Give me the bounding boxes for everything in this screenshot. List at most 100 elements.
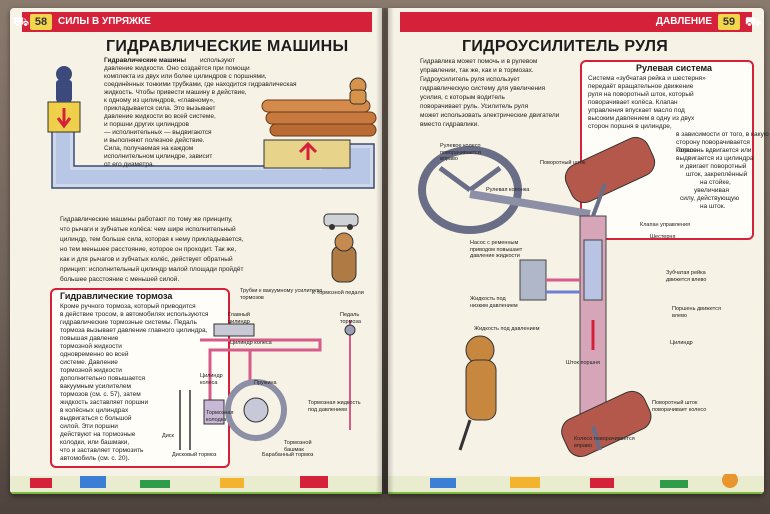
brakes-line: выдвигаться с большой (60, 415, 132, 422)
brakes-line: гидравлические тормозные системы. Педаль (60, 319, 197, 326)
intro-line: давление жидкости во всей системе, (104, 113, 216, 120)
master-cylinder-label: Главный цилиндр (228, 312, 250, 325)
forklift-icon: ⛟ (744, 14, 762, 29)
right-intro-line: Гидравлика может помочь и в рулевом (420, 58, 538, 65)
brakes-line: в колёсных цилиндрах (60, 407, 129, 414)
brakes-title: Гидравлические тормоза (60, 291, 173, 301)
intro-line: и поршни других цилиндров (104, 121, 189, 128)
page-number-left: 58 (30, 14, 52, 30)
section-bar-right: ДАВЛЕНИЕ (400, 12, 752, 32)
to-pedal-label: К тормозной педали (312, 290, 364, 296)
section-title-left: СИЛЫ В УПРЯЖКЕ (58, 16, 151, 27)
intro-line: используют (200, 57, 235, 64)
steering-box-line: сторону поворачивается колесо. (676, 139, 750, 154)
wheel-cylinder-label: Цилиндр колеса (230, 340, 272, 346)
brakes-line: системе. Давление (60, 359, 118, 366)
brakes-line: в действие тросом, в автомобилях использ… (60, 311, 209, 318)
brakes-line: тормозной жидкости (60, 367, 122, 374)
steering-box-line: руля на поворотный шток, который (588, 91, 694, 98)
intro-line: соединённых тонкими трубками, где находи… (104, 81, 297, 88)
intro-line: Сила, получаемая на каждом (104, 145, 194, 152)
valve-label: Клапан управления (640, 222, 691, 228)
brakes-line: дополнительно повышается (60, 375, 146, 382)
pump-label: Насос с ременным приводом повышает давле… (470, 240, 523, 259)
brakes-line: что и заставляет тормозить (60, 447, 144, 454)
rotary-shaft-label: Поворотный шток (540, 160, 586, 166)
grass-strip (10, 492, 382, 494)
disc-brake-label: Дисковый тормоз (172, 452, 217, 458)
right-intro-line: Гидроусилитель руля использует (420, 76, 520, 83)
rotating-rod-label: Поворотный шток поворачивает колесо (652, 400, 707, 413)
intro-line: жидкость. Чтобы привести машину в действ… (104, 89, 247, 96)
intro-line: прикладывается сила. Это вызывает (104, 105, 216, 112)
high-pressure-label: Жидкость под давлением (474, 326, 540, 332)
spring-label: Пружина (254, 380, 277, 386)
right-intro-line: вместо гидравлики. (420, 121, 480, 128)
steering-box-title: Рулевая система (636, 63, 713, 73)
right-intro-line: усилия, с которым водитель (420, 94, 505, 101)
hydraulic-machine-illustration (47, 66, 377, 189)
fluid-label: Тормозная жидкость под давлением (308, 400, 361, 413)
brakes-box (50, 288, 230, 468)
right-intro-line: управлении, так же, как и в тормозах. (420, 67, 534, 74)
shoe-label: Тормозной башмак (284, 440, 312, 453)
right-intro-line: гидравлическую систему для увеличения (420, 85, 546, 92)
intro-line: и выполняют полезное действие. (104, 137, 205, 144)
brakes-line: действуют на тормозные (60, 431, 136, 438)
brakes-line: жидкость заставляет поршни (60, 399, 149, 406)
brakes-line: повышая давление (60, 335, 119, 342)
steering-box-line: выдвигается из цилиндра (676, 155, 754, 162)
steering-box-line: управления впускает масло под (588, 107, 685, 114)
page-title-left: ГИДРАВЛИЧЕСКИЕ МАШИНЫ (106, 38, 349, 55)
tube-label: Трубки к вакуумному усилителю (240, 288, 323, 294)
intro-line: — исполнительных — выдвигаются (104, 129, 212, 136)
steering-box-line: и двигает поворотный (680, 163, 747, 170)
brake-pad-label: Тормозная колодка (206, 410, 234, 423)
steering-box-line: увеличивая (694, 187, 729, 194)
intro-line: от его диаметра. (104, 161, 155, 168)
intro-line: к одному из цилиндров, «главному», (104, 97, 215, 104)
steering-box-line: поворачивает колёса. Клапан (588, 99, 678, 106)
brakes-line: тормозной жидкости (60, 343, 122, 350)
intro-line: исполнительном цилиндре, зависит (104, 153, 213, 160)
brake-system-diagram (179, 320, 356, 450)
steering-box-line: сторон поршня в цилиндре, (588, 123, 672, 130)
body-line: цилиндр, тем больше сила, которая к нему… (60, 236, 244, 243)
brakes-line: Кроме ручного тормоза, который приводитс… (60, 303, 196, 310)
page-title-right: ГИДРОУСИЛИТЕЛЬ РУЛЯ (462, 38, 669, 55)
car-and-cat-illustration (323, 213, 359, 283)
steering-box-line: высоким давлением в одну из двух (588, 115, 695, 122)
piston-label: Поршень движется влево (672, 306, 721, 319)
brakes-line: тормозов (см. с. 57), затем (60, 391, 141, 398)
forklift-icon: ⛟ (12, 14, 30, 29)
brakes-line: силой. Эти поршни (60, 423, 118, 430)
brakes-line: автомобиль (см. с. 20). (60, 455, 130, 462)
disc-label: Диск (162, 433, 174, 439)
body-line: что рычаги и зубчатые колёса: чем шире и… (60, 226, 236, 233)
section-title-right: ДАВЛЕНИЕ (655, 16, 712, 27)
steering-box-line: на шток. (700, 203, 726, 210)
wheel-right-label: Колесо поворачивается вправо (574, 436, 635, 449)
section-bar-left: СИЛЫ В УПРЯЖКЕ (22, 12, 372, 32)
steering-box-line: в зависимости от того, в какую (676, 131, 769, 138)
body-line: Гидравлические машины работают по тому ж… (60, 216, 233, 223)
caliper-label: Цилиндр колеса (200, 373, 223, 386)
steering-box-line: передаёт вращательное движение (588, 83, 694, 90)
body-line: но тем меньшее расстояние, которое он пр… (60, 246, 237, 253)
wheel-turn-label: Рулевое колесо поворачивается вправо (440, 143, 481, 162)
body-line: большее расстояние с меньшей силой. (60, 276, 180, 283)
rod-label: Шток поршня (566, 360, 601, 366)
brakes-line: одновременно во всей (60, 351, 129, 358)
power-steering-diagram (418, 136, 656, 457)
tube-label-2: тормозов (240, 295, 264, 301)
drum-brake-label: Барабанный тормоз (262, 452, 314, 458)
brakes-line: тормоза вызывает давление главного цилин… (60, 327, 208, 334)
column-label: Рулевая колонка (486, 187, 530, 193)
intro-bold: Гидравлические машины (104, 57, 187, 64)
steering-box-line: силу, действующую (680, 195, 740, 202)
low-pressure-label: Жидкость под низким давлением (470, 296, 518, 309)
pedal-label: Педаль тормоза (340, 312, 361, 325)
steering-box-line: Поршень вдвигается или (676, 147, 752, 154)
gear-label: Шестерня (650, 234, 676, 240)
right-intro-line: может использовать электрические двигате… (420, 112, 560, 119)
